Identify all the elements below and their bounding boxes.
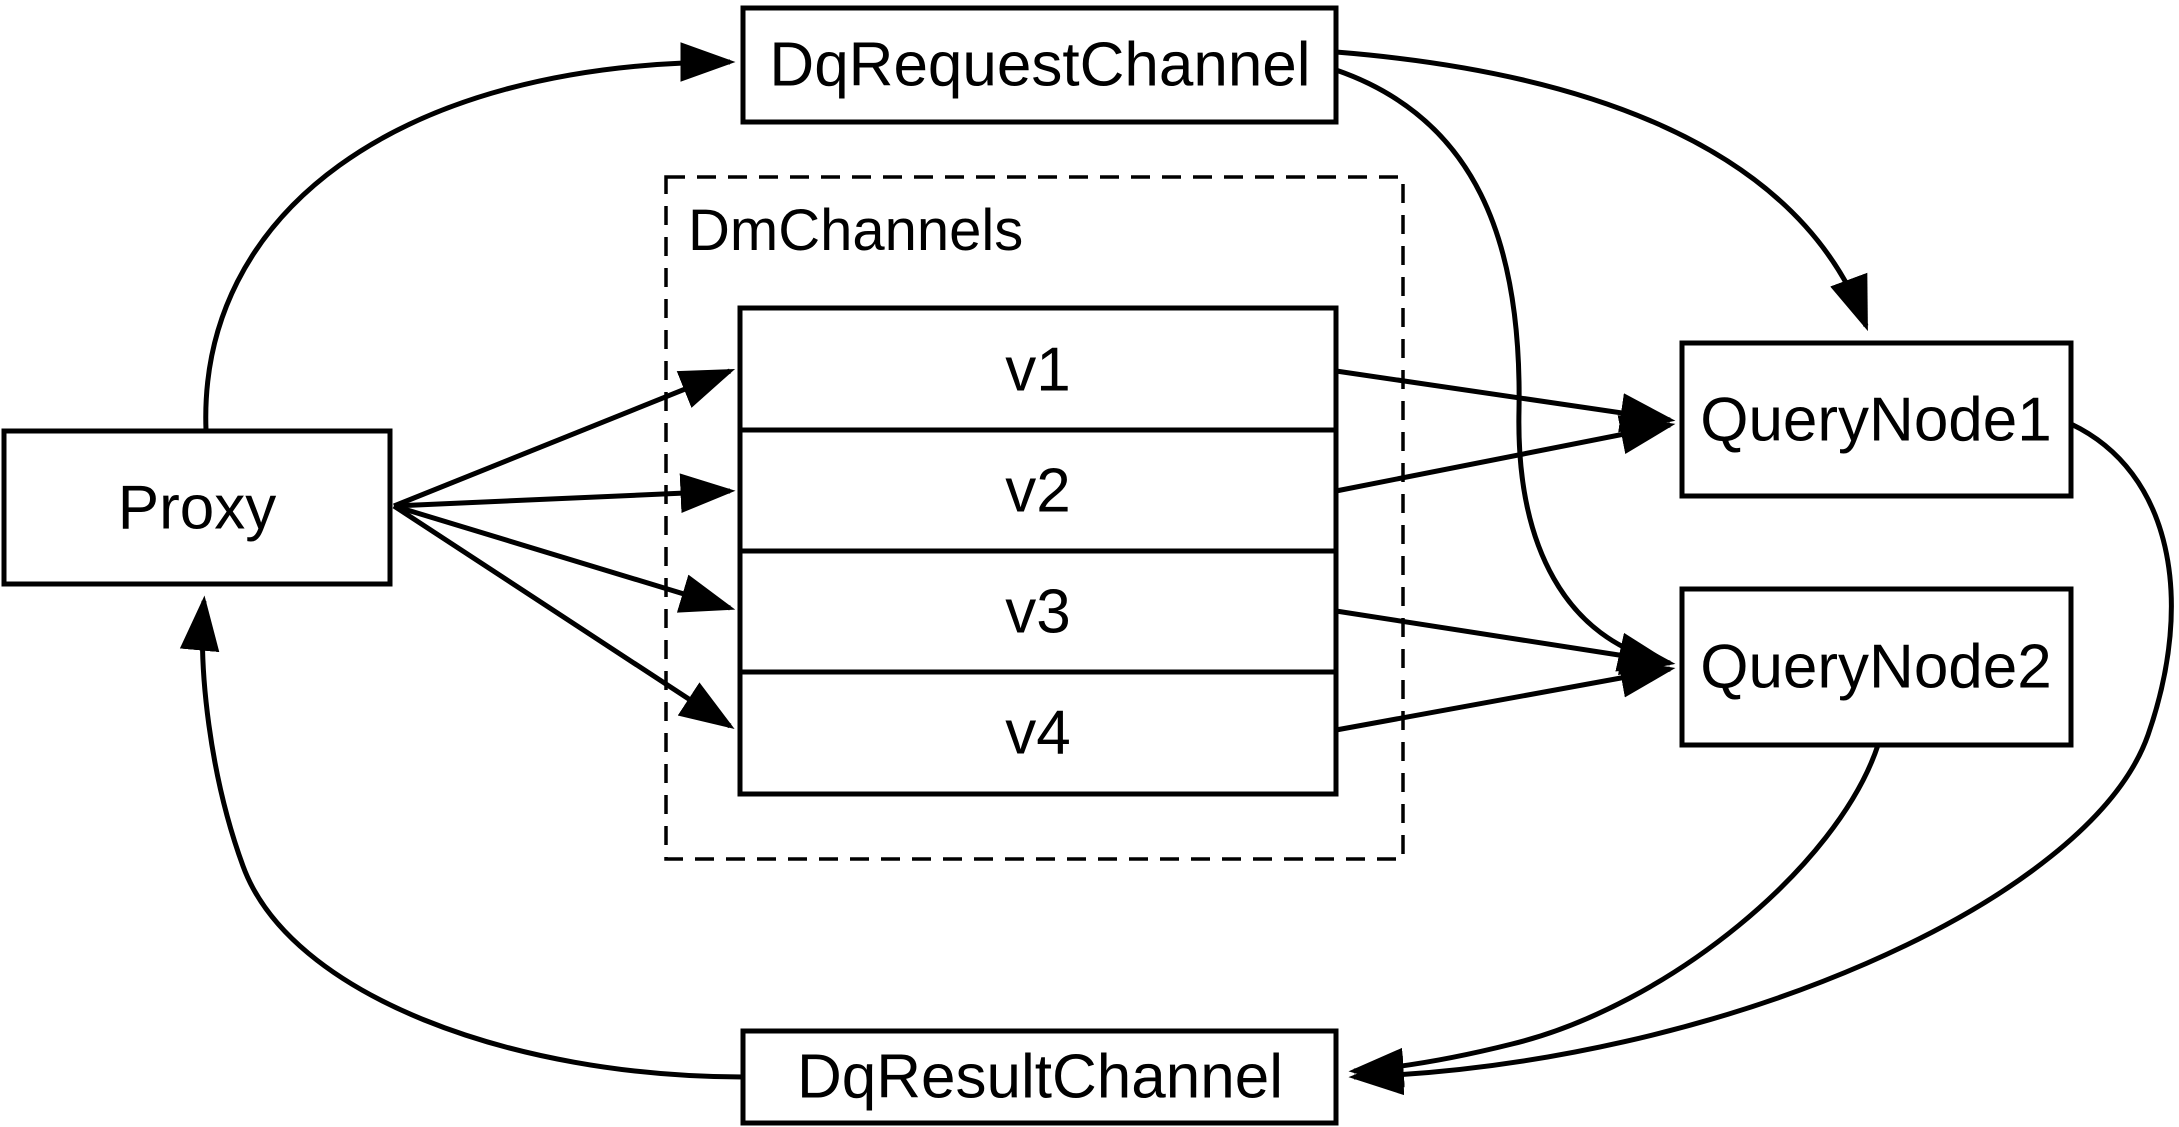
proxy-label: Proxy: [118, 474, 276, 543]
edge-dq-request-channel-to-query-node1: [1335, 49, 1869, 332]
edge-v2-to-query-node1: [1335, 415, 1676, 494]
edge-dq-request-channel-to-query-node2: [1335, 67, 1674, 672]
edge-v4-to-query-node2: [1335, 658, 1676, 733]
v4-label: v4: [1005, 699, 1070, 768]
edge-proxy-to-dq-request-channel: [203, 42, 736, 431]
dm-channels-group-box: [664, 175, 1405, 861]
v2-label: v2: [1005, 457, 1070, 526]
query-node1-node-box: [1679, 340, 2074, 499]
dq-result-channel-node-box: [740, 1028, 1339, 1126]
edge-v3-to-query-node2: [1335, 608, 1676, 675]
dm-channels-label: DmChannels: [688, 198, 1023, 263]
edge-proxy-to-v4: [392, 503, 735, 730]
dq-result-channel-label: DqResultChannel: [797, 1043, 1283, 1112]
edge-dq-result-channel-to-proxy: [179, 595, 744, 1080]
query-node1-label: QueryNode1: [1700, 386, 2052, 455]
dq-request-channel-node-box: [740, 5, 1339, 125]
proxy-node-box: [1, 428, 393, 587]
edge-proxy-to-v1: [393, 368, 736, 509]
dq-request-channel-label: DqRequestChannel: [769, 31, 1310, 100]
v1-label: v1: [1005, 336, 1070, 405]
edge-v1-to-query-node1: [1335, 368, 1676, 433]
edge-query-node2-to-dq-result-channel: [1348, 744, 1881, 1088]
edge-query-node1-to-dq-result-channel: [1348, 421, 2174, 1096]
edge-proxy-to-v2: [393, 473, 736, 513]
edge-proxy-to-v3: [393, 503, 736, 613]
v3-label: v3: [1005, 578, 1070, 647]
query-node2-label: QueryNode2: [1700, 633, 2052, 702]
